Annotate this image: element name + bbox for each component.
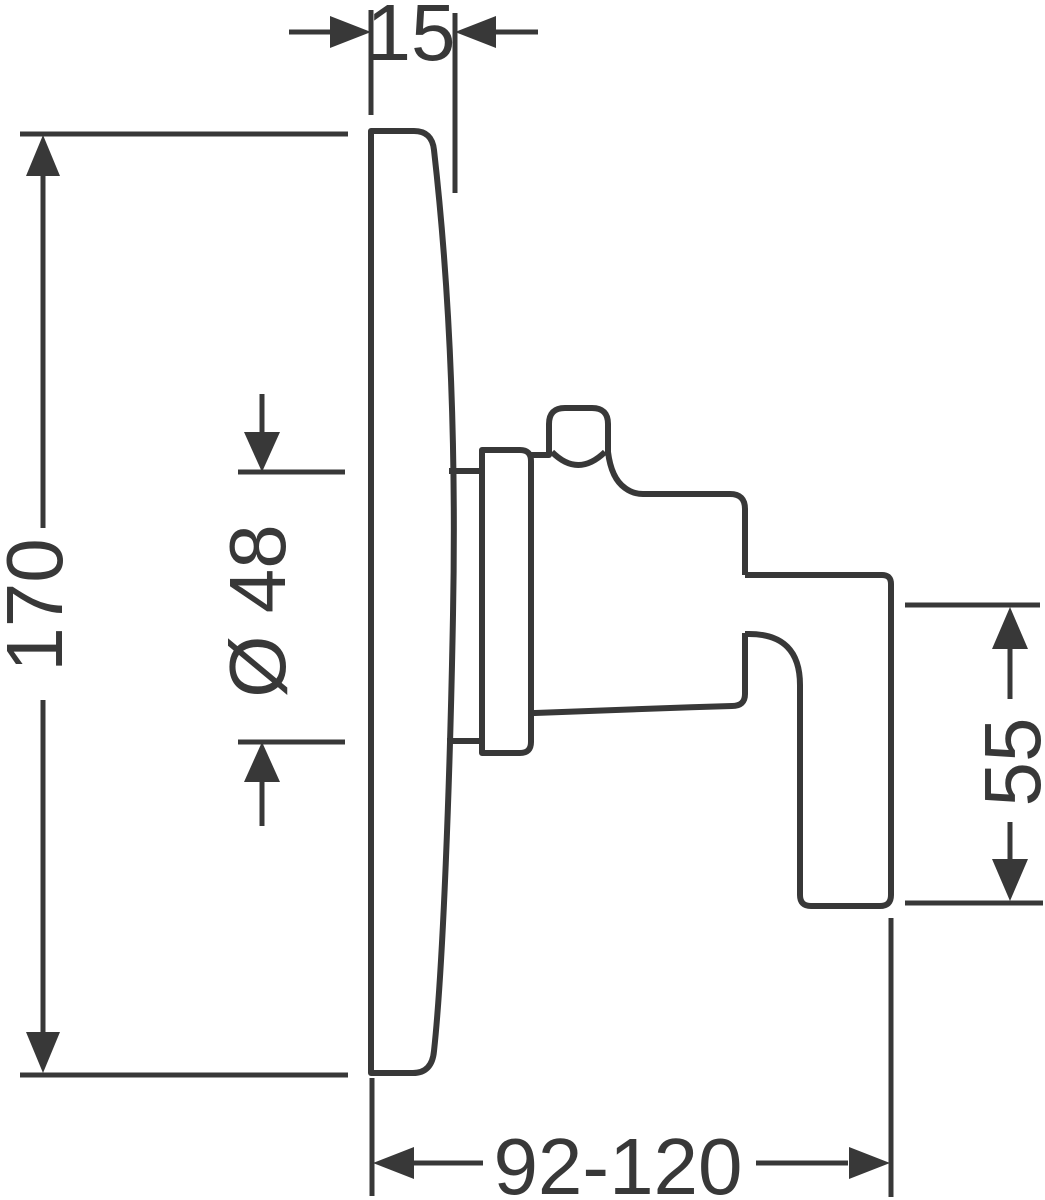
dimension-handle-drop: 55 [905, 602, 1045, 906]
dimension-label-escutcheon-depth: 15 [367, 0, 456, 77]
arrowhead-down-icon [244, 432, 280, 472]
thermostat-body-lower-profile [531, 633, 748, 716]
arrowhead-down-icon [992, 859, 1028, 901]
dimension-installation-depth-range: 92-120 [369, 918, 894, 1200]
arrowhead-down-icon [26, 1032, 60, 1073]
arrowhead-right-icon [330, 16, 371, 48]
sleeve-ring-profile [479, 447, 534, 756]
fixture-outline [368, 128, 894, 1076]
dimension-escutcheon-diameter: 170 [0, 131, 348, 1078]
arrowhead-right-icon [849, 1147, 890, 1179]
arrowhead-left-icon [455, 16, 496, 48]
dimension-label-escutcheon-diameter: 170 [0, 538, 79, 671]
arrowhead-left-icon [373, 1147, 414, 1179]
thermostat-body-upper-profile [531, 405, 748, 575]
dimension-sleeve-diameter: Ø 48 [213, 394, 345, 826]
escutcheon-plate-profile [368, 128, 457, 1076]
dimension-escutcheon-depth: 15 [289, 0, 538, 193]
arrowhead-up-icon [26, 135, 60, 176]
arrowhead-up-icon [244, 742, 280, 782]
safety-button-base-arc [549, 449, 608, 468]
arrowhead-up-icon [992, 607, 1028, 649]
dimension-label-installation-depth-range: 92-120 [493, 1122, 742, 1200]
dimension-label-sleeve-diameter: Ø 48 [213, 524, 302, 697]
dimension-label-handle-drop: 55 [968, 718, 1045, 807]
lever-handle-profile [745, 572, 894, 909]
